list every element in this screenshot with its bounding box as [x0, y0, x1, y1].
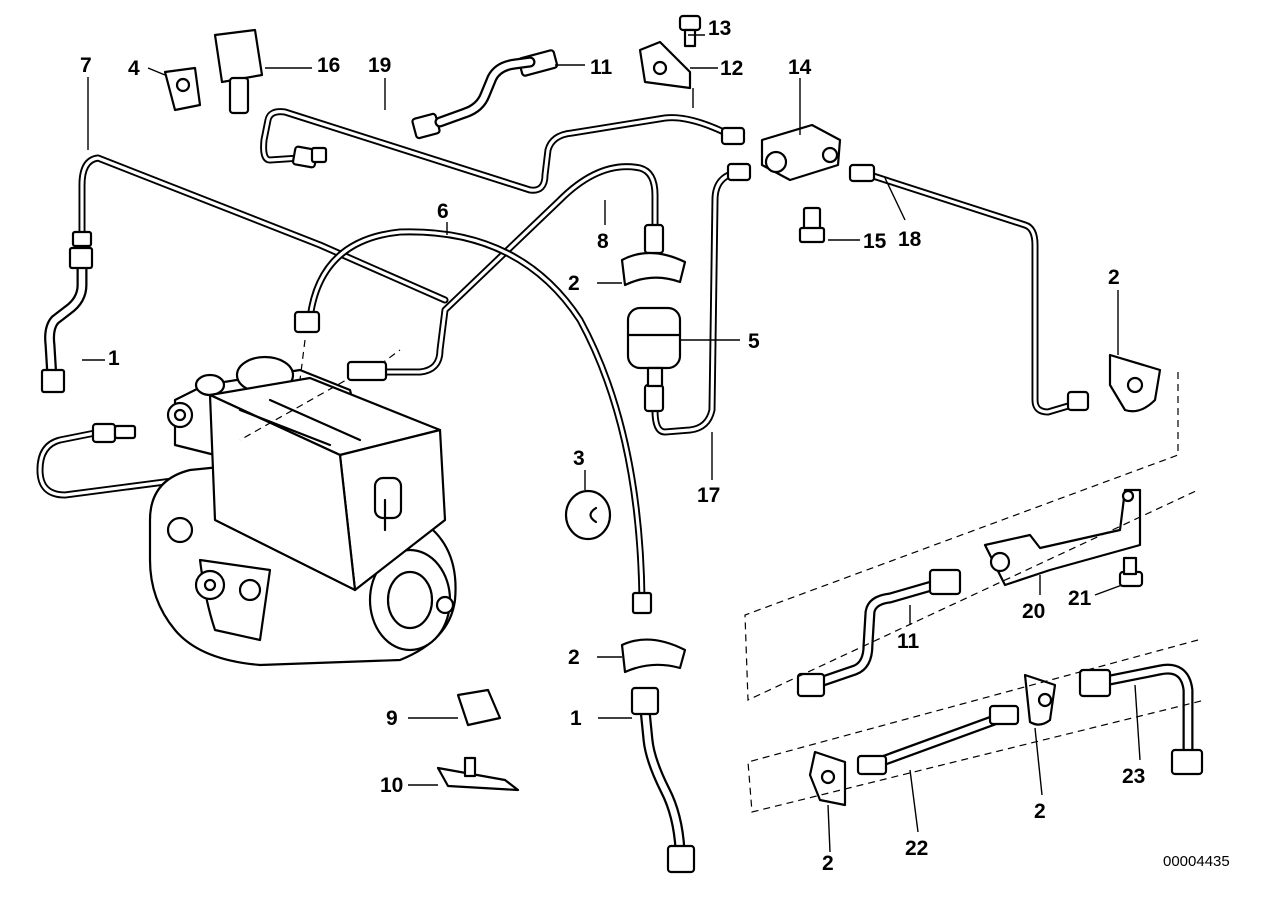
callout-23: 23 — [1122, 765, 1145, 788]
callout-14: 14 — [788, 56, 812, 79]
callout-20: 20 — [1022, 600, 1045, 623]
leader-lines — [82, 34, 1141, 853]
hydraulic-unit — [148, 355, 457, 667]
callout-1-top: 1 — [108, 347, 120, 370]
brake-line-7 — [78, 154, 449, 304]
callout-2-c: 2 — [568, 646, 580, 669]
callout-11-top: 11 — [590, 56, 613, 79]
callout-10: 10 — [380, 774, 403, 797]
brake-line-left — [36, 428, 184, 499]
fittings — [71, 49, 1090, 615]
callout-5: 5 — [748, 330, 760, 353]
callout-11-bottom: 11 — [897, 630, 920, 653]
brake-hose-11-bottom — [796, 568, 962, 698]
part-2-clamp-b — [1108, 353, 1162, 413]
callout-2-e: 2 — [822, 852, 834, 875]
callout-19: 19 — [368, 54, 391, 77]
callout-2-d: 2 — [1034, 800, 1046, 823]
part-13-bolt — [678, 14, 702, 48]
part-5-pressure-sensor — [626, 306, 682, 388]
callout-1-bottom: 1 — [570, 707, 582, 730]
part-14-tee-fitting — [760, 123, 842, 182]
part-10-holder — [436, 756, 520, 792]
part-2-clamp-a — [620, 251, 687, 287]
brake-hose-23 — [1078, 663, 1204, 776]
callout-13: 13 — [708, 17, 731, 40]
callout-21: 21 — [1068, 587, 1092, 610]
callout-16: 16 — [317, 54, 340, 77]
brake-line-17 — [651, 168, 744, 436]
callout-7: 7 — [80, 54, 92, 77]
brake-hose-11-top — [434, 56, 536, 128]
part-21-bolt — [1118, 556, 1144, 588]
diagram-number: 00004435 — [1163, 853, 1230, 870]
brake-line-18 — [866, 171, 1079, 416]
callout-22: 22 — [905, 837, 928, 860]
part-2-clamp-c — [620, 638, 687, 674]
part-9-clip — [456, 688, 502, 727]
part-2-clamp-d — [1023, 673, 1057, 726]
callout-18: 18 — [898, 228, 922, 251]
callout-9: 9 — [386, 707, 398, 730]
callout-2-a: 2 — [1108, 266, 1120, 289]
callout-6: 6 — [437, 200, 449, 223]
inset-boundary-lower — [747, 639, 1206, 813]
part-3-grommet — [564, 489, 612, 541]
brake-line-8 — [381, 163, 659, 376]
part-2-clamp-e — [808, 750, 847, 807]
brake-hose-22 — [856, 704, 1020, 776]
dashline-mid — [239, 374, 356, 441]
callout-12: 12 — [720, 57, 743, 80]
dashline-top — [299, 339, 306, 381]
callout-3: 3 — [573, 447, 585, 470]
part-4-clip — [163, 66, 202, 112]
callout-15: 15 — [863, 230, 887, 253]
part-15-bolt — [798, 206, 826, 244]
part-20-bracket — [983, 488, 1142, 587]
part-12-bracket — [638, 40, 692, 90]
callout-2-b: 2 — [568, 272, 580, 295]
callout-8: 8 — [597, 230, 609, 253]
callout-4: 4 — [128, 57, 140, 80]
brake-hose-1-bottom — [630, 686, 696, 874]
brake-line-6 — [306, 228, 646, 604]
part-16-connector — [213, 28, 264, 115]
callout-17: 17 — [697, 484, 720, 507]
brake-hose-1-top — [40, 246, 94, 394]
inset-boundary-upper — [744, 372, 1199, 701]
brake-line-19 — [260, 108, 734, 194]
